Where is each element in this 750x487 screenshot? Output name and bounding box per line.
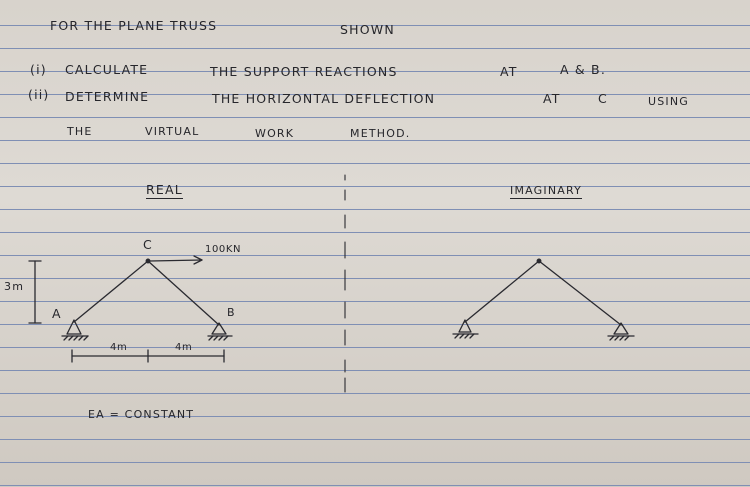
node-c	[145, 258, 151, 264]
line-4-method: METHOD.	[350, 127, 411, 140]
item-2-using: USING	[648, 95, 690, 108]
imaginary-truss	[452, 258, 635, 341]
height-dimension	[28, 260, 42, 324]
item-2-text: THE HORIZONTAL DEFLECTION	[212, 91, 436, 106]
member-cb	[147, 260, 220, 326]
real-heading: REAL	[146, 182, 183, 199]
member-ac	[73, 260, 149, 323]
node-b-label: B	[227, 306, 236, 319]
item-1-marker: (i)	[30, 62, 47, 77]
span-right-label: 4m	[175, 342, 193, 353]
ea-note: EA = CONSTANT	[88, 408, 195, 421]
item-2-node: C	[598, 91, 608, 106]
item-2-marker: (ii)	[28, 87, 50, 102]
pin-support-a-virtual-icon	[452, 319, 479, 339]
item-1-text: THE SUPPORT REACTIONS	[210, 64, 398, 79]
imaginary-heading: IMAGINARY	[510, 184, 583, 199]
statement-line-1: FOR THE PLANE TRUSS	[50, 18, 218, 33]
node-c-label: C	[143, 237, 153, 252]
height-label: 3m	[4, 280, 25, 293]
real-truss	[28, 255, 233, 363]
span-left-label: 4m	[110, 342, 128, 353]
item-1-verb: CALCULATE	[65, 62, 149, 77]
line-4-the: THE	[67, 125, 93, 138]
item-2-at: AT	[543, 91, 561, 106]
node-c-virtual	[536, 258, 542, 264]
member-ac-virtual	[464, 260, 540, 323]
member-cb-virtual	[538, 260, 622, 326]
item-2-verb: DETERMINE	[65, 89, 150, 104]
item-1-at: AT	[500, 64, 518, 79]
load-label: 100KN	[205, 244, 242, 255]
pin-support-a-icon	[61, 319, 89, 341]
load-arrow-icon	[149, 255, 203, 265]
statement-shown-word: SHOWN	[340, 22, 395, 37]
pin-support-b-virtual-icon	[607, 322, 635, 341]
line-4-work: WORK	[255, 127, 295, 140]
pin-support-b-icon	[207, 322, 233, 341]
item-1-nodes: A & B.	[560, 62, 606, 77]
node-a-label: A	[52, 306, 62, 321]
line-4-virtual: VIRTUAL	[145, 125, 200, 138]
span-dimension	[71, 349, 225, 363]
